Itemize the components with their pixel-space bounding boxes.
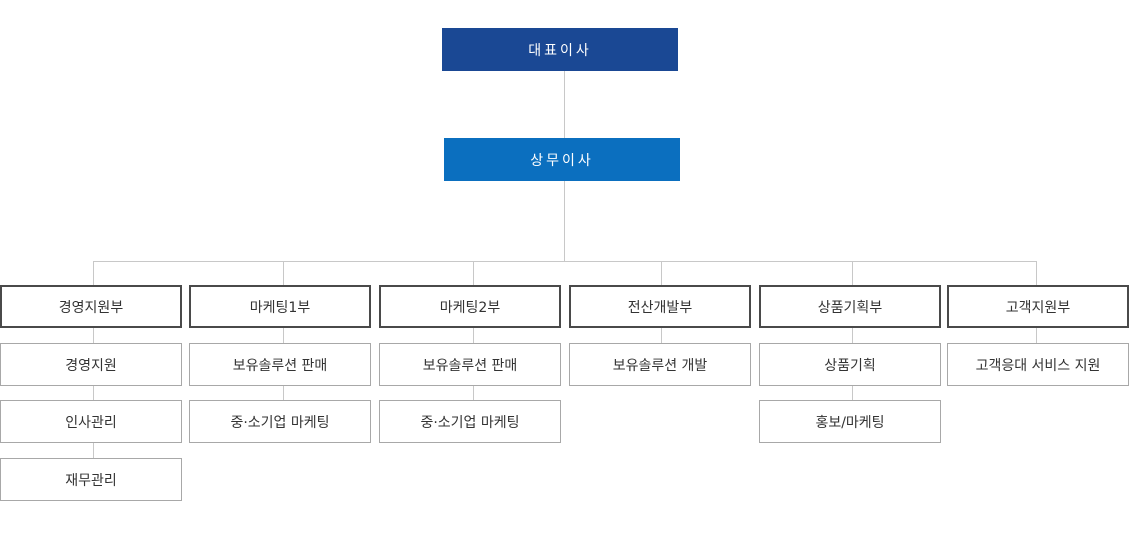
connector-col1 xyxy=(93,328,94,458)
connector-dept-1 xyxy=(93,261,94,286)
connector-col4 xyxy=(661,328,662,343)
team-box: 보유솔루션 개발 xyxy=(569,343,751,386)
department-box: 경영지원부 xyxy=(0,285,182,328)
connector-horizontal-bus xyxy=(93,261,1037,262)
connector-dept-2 xyxy=(283,261,284,286)
team-box: 홍보/마케팅 xyxy=(759,400,941,443)
team-box: 보유솔루션 판매 xyxy=(379,343,561,386)
team-box: 중·소기업 마케팅 xyxy=(189,400,371,443)
team-box: 고객응대 서비스 지원 xyxy=(947,343,1129,386)
department-box: 고객지원부 xyxy=(947,285,1129,328)
connector-col6 xyxy=(1036,328,1037,343)
team-box: 상품기획 xyxy=(759,343,941,386)
department-box: 전산개발부 xyxy=(569,285,751,328)
team-box: 보유솔루션 판매 xyxy=(189,343,371,386)
director-box: 상무이사 xyxy=(444,138,680,181)
connector-director-trunk xyxy=(564,181,565,261)
team-box: 인사관리 xyxy=(0,400,182,443)
connector-ceo-director xyxy=(564,71,565,138)
connector-dept-3 xyxy=(473,261,474,286)
connector-dept-4 xyxy=(661,261,662,286)
connector-dept-5 xyxy=(852,261,853,286)
department-box: 마케팅1부 xyxy=(189,285,371,328)
team-box: 경영지원 xyxy=(0,343,182,386)
connector-dept-6 xyxy=(1036,261,1037,286)
team-box: 중·소기업 마케팅 xyxy=(379,400,561,443)
ceo-box: 대표이사 xyxy=(442,28,678,71)
department-box: 상품기획부 xyxy=(759,285,941,328)
team-box: 재무관리 xyxy=(0,458,182,501)
department-box: 마케팅2부 xyxy=(379,285,561,328)
